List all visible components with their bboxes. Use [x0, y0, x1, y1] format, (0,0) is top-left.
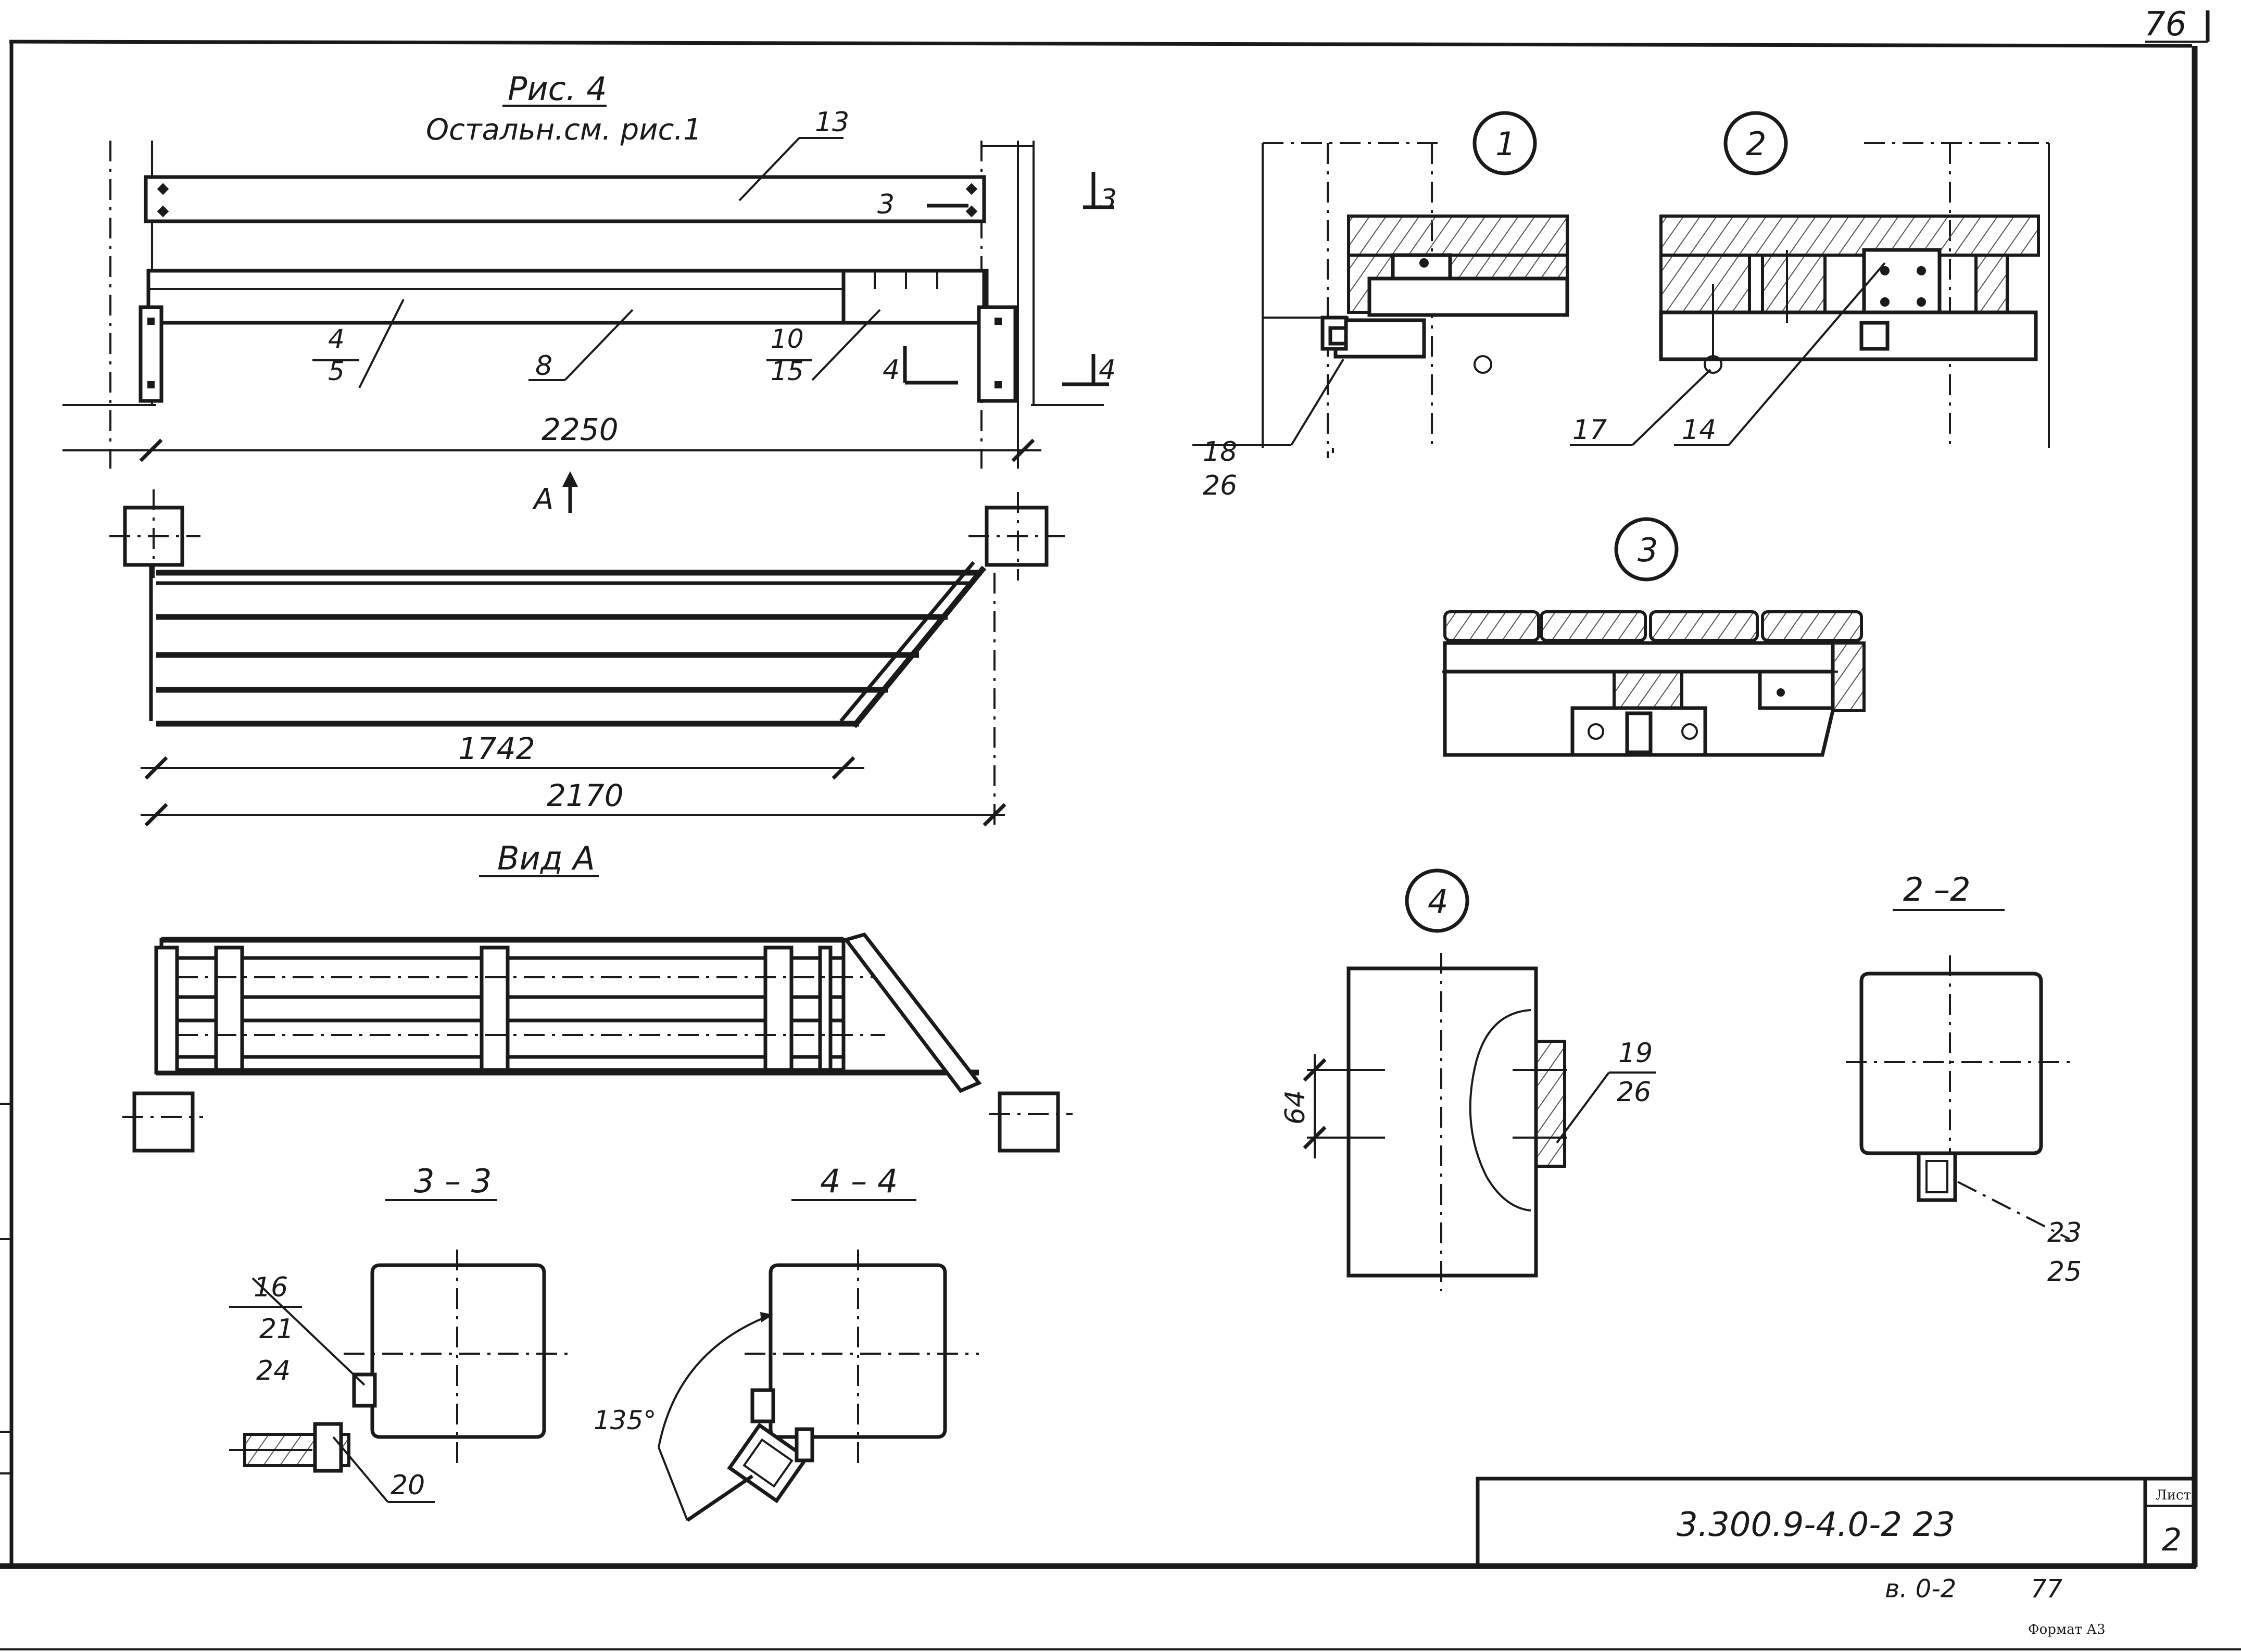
callout-23: 23	[2047, 1217, 2082, 1249]
title-block	[1476, 1477, 2197, 1568]
detail-3-number: 3	[1638, 531, 1658, 569]
callout-19: 19	[1618, 1038, 1653, 1069]
format-label: Формат А3	[2028, 1622, 2105, 1637]
fig4-elevation	[62, 137, 1114, 469]
detail-4-number: 4	[1428, 882, 1448, 920]
callout-8: 8	[535, 350, 552, 382]
callout-18: 18	[1203, 436, 1237, 468]
section-2-2-title: 2 –2	[1903, 871, 1971, 909]
dim-64: 64	[1280, 1090, 1311, 1125]
bottom-note-code: в. 0-2	[1885, 1574, 1956, 1604]
section-4-4-title: 4 – 4	[820, 1162, 898, 1200]
callout-26-b: 26	[1617, 1077, 1651, 1108]
callout-20: 20	[391, 1470, 425, 1501]
detail-4	[1303, 868, 1656, 1291]
callout-14: 14	[1682, 414, 1716, 446]
dim-1742: 1742	[458, 731, 535, 766]
dim-2170: 2170	[547, 778, 624, 813]
detail-3	[1442, 517, 1866, 757]
section-3-3-drawing	[229, 1250, 573, 1503]
view-a-drawing	[122, 932, 1073, 1153]
view-marker-a: А	[532, 483, 553, 516]
cut-3-right: 3	[1100, 184, 1117, 215]
callout-24: 24	[256, 1355, 291, 1386]
dim-2250: 2250	[542, 412, 619, 447]
cut-4-left: 4	[883, 355, 900, 386]
callout-21: 21	[259, 1314, 294, 1345]
angle-135: 135°	[594, 1405, 656, 1435]
detail-2-number: 2	[1746, 125, 1766, 163]
callout-17: 17	[1572, 414, 1607, 446]
callout-10: 10	[771, 324, 804, 354]
detail-2	[1570, 111, 2050, 448]
callout-5: 5	[328, 356, 345, 386]
fig4-subtitle: Остальн.см. рис.1	[426, 113, 702, 147]
view-a-title: Вид А	[497, 839, 595, 877]
detail-1-number: 1	[1495, 125, 1516, 163]
bottom-note-number: 77	[2031, 1574, 2063, 1604]
callout-15: 15	[771, 356, 804, 386]
sheet-number: 2	[2162, 1522, 2182, 1558]
callout-26-a: 26	[1203, 470, 1237, 501]
sheet-label: Лист	[2156, 1487, 2191, 1503]
section-2-2-drawing	[1846, 955, 2072, 1240]
cut-3-left: 3	[877, 189, 895, 220]
cut-4-right: 4	[1099, 355, 1116, 386]
callout-13: 13	[815, 107, 849, 138]
section-3-3-title: 3 – 3	[414, 1162, 492, 1200]
page-number-top: 76	[2144, 5, 2186, 44]
plan-view	[109, 489, 1065, 828]
callout-16: 16	[254, 1272, 288, 1303]
section-4-4-drawing	[658, 1250, 979, 1522]
drawing-code: 3.300.9-4.0-2 23	[1677, 1506, 1955, 1544]
callout-4: 4	[328, 324, 345, 354]
callout-25: 25	[2047, 1256, 2082, 1288]
fig4-title: Рис. 4	[508, 70, 607, 108]
view-arrow-a	[562, 471, 578, 513]
detail-1	[1192, 111, 1569, 458]
